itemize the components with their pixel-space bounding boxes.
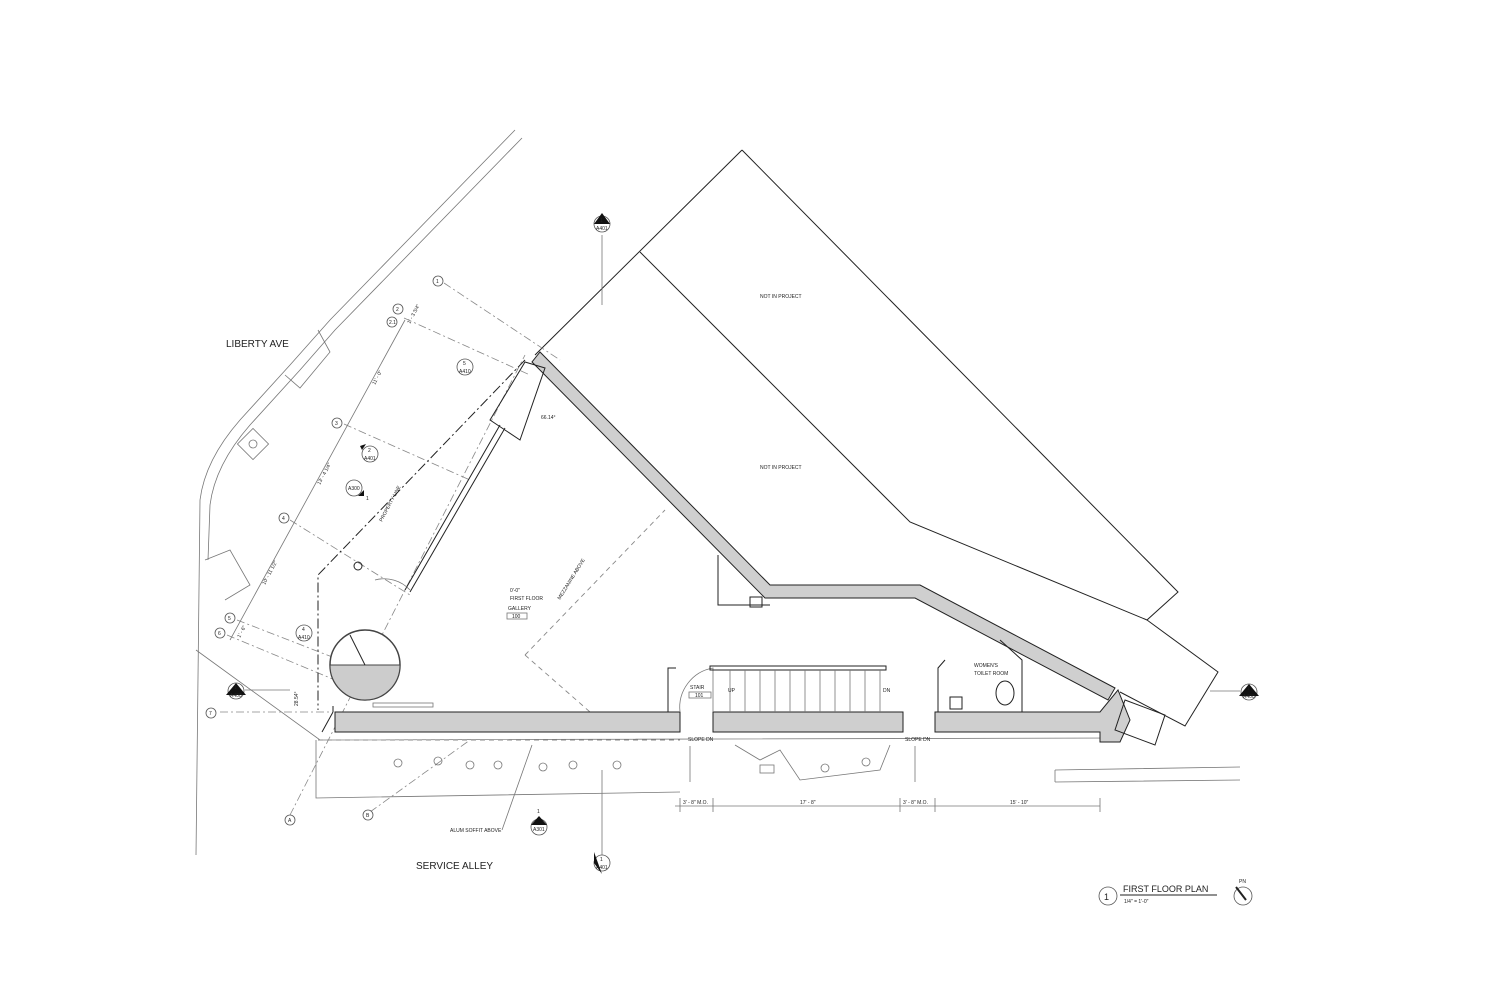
room-name-stair: STAIR	[690, 685, 705, 691]
grid-lines	[220, 282, 680, 816]
room-number-stair: 101	[695, 693, 704, 699]
dimension: 1' - 6"	[236, 625, 247, 639]
street-label-service-alley: SERVICE ALLEY	[416, 861, 493, 872]
dimension: 3' - 8" M.O.	[683, 800, 708, 806]
detail-sheet: A410	[298, 635, 310, 641]
grid-bubbles: 1 2 2.1 3 4 5 6 7 A B	[205, 275, 444, 826]
drawing-title: 1 FIRST FLOOR PLAN 1/4" = 1'-0" PN	[1098, 879, 1253, 906]
angle-dimension: 66.14°	[541, 415, 556, 421]
detail-sheet: A410	[459, 369, 471, 375]
section-number: 1	[537, 809, 540, 815]
dimension: 3' - 8" M.O.	[903, 800, 928, 806]
dimension: 1' - 3 3/4"	[406, 303, 421, 325]
section-number: 2	[368, 448, 371, 454]
dimension: 11' - 0"	[371, 370, 384, 386]
section-number: 1	[1247, 686, 1250, 692]
elevation-number: 1	[366, 496, 369, 502]
grid-bubble: 5	[228, 616, 231, 622]
slope-down-label: SLOPE DN	[905, 737, 931, 743]
grid-bubble: 3	[335, 421, 338, 427]
section-markers: 1 A401 1 A401 1 A400 1 A400 2 A401 5 A41…	[226, 213, 1259, 874]
grid-bubble: 2	[396, 307, 399, 313]
section-sheet: A400	[230, 693, 242, 699]
stair-up-label: UP	[728, 688, 736, 694]
storefront: PROPERTY LINE	[317, 359, 546, 710]
soffit-label: ALUM SOFFIT ABOVE	[450, 828, 502, 834]
grid-bubble: B	[366, 813, 370, 819]
section-sheet: A301	[533, 827, 545, 833]
not-in-project-label: NOT IN PROJECT	[760, 294, 802, 300]
property-line-label: PROPERTY LINE	[378, 484, 402, 523]
grid-bubble: 2.1	[389, 320, 396, 326]
section-sheet: A401	[364, 456, 376, 462]
room-name-gallery: GALLERY	[508, 606, 532, 612]
mezzanine-label: MEZZANINE ABOVE	[557, 557, 587, 601]
site-curb-lines	[195, 129, 1241, 856]
toilet-room-label: TOILET ROOM	[974, 671, 1008, 677]
dimension: 10' - 11 1/2"	[261, 560, 279, 586]
dimensions: 1' - 3 3/4" 11' - 0" 13' - 4 1/4" 10' - …	[236, 303, 1101, 812]
not-in-project-label: NOT IN PROJECT	[760, 465, 802, 471]
grid-bubble: 7	[209, 711, 212, 717]
street-label-liberty-ave: LIBERTY AVE	[226, 339, 289, 350]
grid-bubble: 4	[282, 516, 285, 522]
drawing-scale: 1/4" = 1'-0"	[1124, 899, 1149, 905]
room-number-gallery: 100	[512, 614, 521, 620]
drawing-title-text: FIRST FLOOR PLAN	[1123, 884, 1208, 894]
adjacent-building: NOT IN PROJECT NOT IN PROJECT	[531, 149, 1219, 727]
detail-number: 5	[463, 361, 466, 367]
section-sheet: A400	[1243, 694, 1255, 700]
slope-down-label: SLOPE DN	[688, 737, 714, 743]
section-sheet: A401	[596, 226, 608, 232]
drawing-number: 1	[1104, 892, 1109, 902]
section-sheet: A401	[596, 865, 608, 871]
north-label: PN	[1239, 879, 1246, 885]
level-elevation: 0'-0"	[510, 588, 520, 594]
dimension: 15' - 10"	[1010, 800, 1029, 806]
section-number: 1	[234, 685, 237, 691]
toilet-room-label: WOMEN'S	[974, 663, 999, 669]
south-walls: SLOPE DN SLOPE DN	[321, 639, 1166, 782]
stair-down-label: DN	[883, 688, 891, 694]
dimension: 13' - 4 1/4"	[316, 462, 333, 486]
grid-bubble: A	[288, 818, 292, 824]
section-number: 1	[600, 857, 603, 863]
exterior-wall	[531, 351, 1116, 701]
section-number: 1	[600, 218, 603, 224]
elevation-sheet: A300	[348, 486, 360, 492]
grid-bubble: 6	[218, 631, 221, 637]
angle-dimension: 28.54°	[294, 691, 300, 706]
level-name: FIRST FLOOR	[510, 596, 543, 602]
dimension: 17' - 8"	[800, 800, 816, 806]
grid-bubble: 1	[436, 279, 439, 285]
detail-number: 4	[302, 627, 305, 633]
